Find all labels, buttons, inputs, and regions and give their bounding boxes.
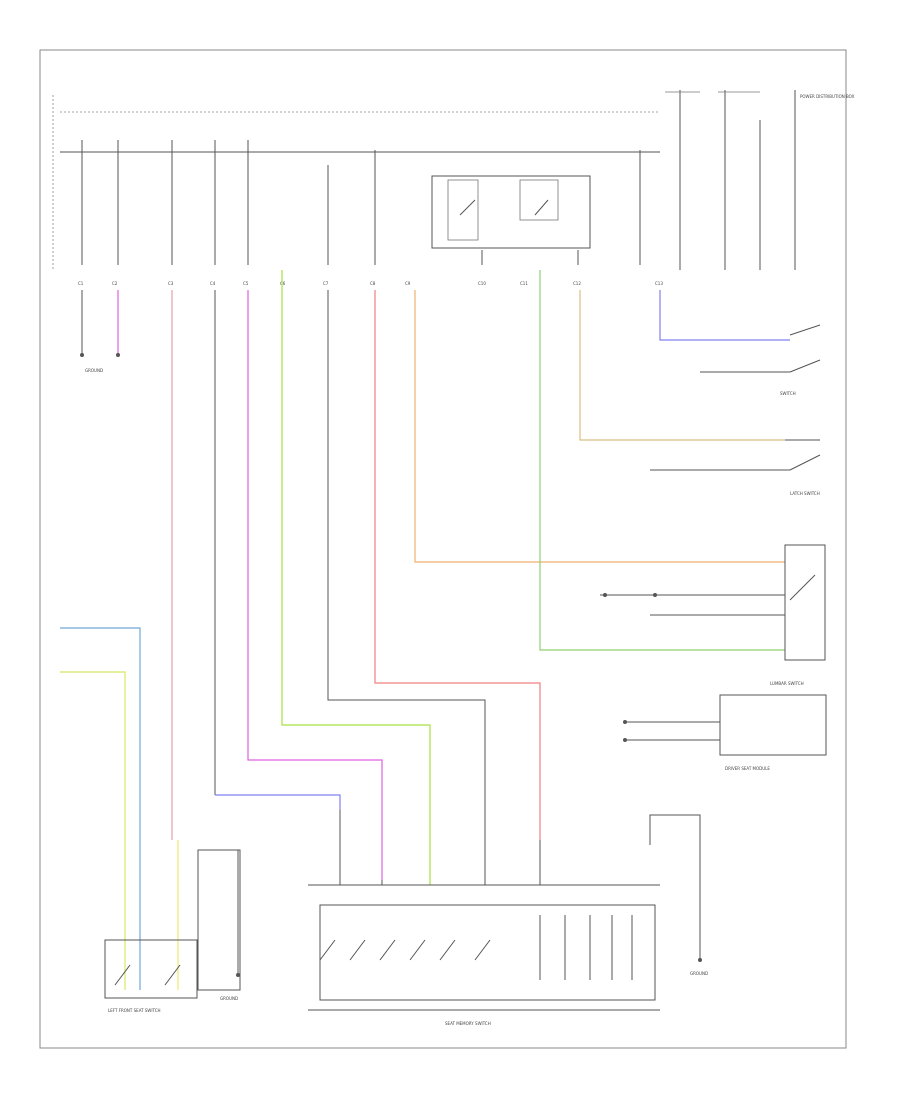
wire-c7: [327, 290, 486, 885]
wire-blue-top: [659, 290, 790, 341]
svg-text:C8: C8: [370, 281, 376, 286]
svg-text:C9: C9: [405, 281, 411, 286]
svg-text:C7: C7: [323, 281, 329, 286]
bottom-left-ground-label: GROUND: [220, 996, 238, 1001]
seat-memory-switch: SEAT MEMORY SWITCH: [308, 884, 660, 1026]
left-front-seat-switch: LEFT FRONT SEAT SWITCH: [104, 939, 198, 1013]
right-switch-1: SWITCH: [700, 324, 821, 396]
bottom-right-ground-label: GROUND: [690, 971, 708, 976]
top-left-ground: GROUND: [80, 290, 120, 373]
bottom-right-ground: GROUND: [649, 814, 708, 976]
svg-text:C12: C12: [573, 281, 581, 286]
right-module-label: LUMBAR SWITCH: [770, 681, 804, 686]
wire-green: [539, 270, 785, 651]
diagram-frame: [39, 49, 847, 1049]
right-switch-1-label: SWITCH: [780, 391, 796, 396]
svg-text:C2: C2: [112, 281, 118, 286]
power-distribution-box: POWER DISTRIBUTION BOX: [665, 90, 855, 270]
relay-box: [431, 175, 591, 249]
wire-yellow-green: [60, 671, 126, 990]
bottom-connector-drops: [339, 810, 541, 885]
right-module: LUMBAR SWITCH: [600, 544, 826, 686]
svg-text:C11: C11: [520, 281, 528, 286]
wire-light-blue: [60, 627, 141, 990]
top-drop-lines: [81, 140, 641, 265]
power-box-label: POWER DISTRIBUTION BOX: [800, 94, 855, 99]
wire-red: [374, 290, 541, 840]
svg-text:C3: C3: [168, 281, 174, 286]
bottom-left-ground: GROUND: [197, 849, 241, 1001]
svg-text:C4: C4: [210, 281, 216, 286]
connector-row-top: C1 C2 C3 C4 C5 C6 C7 C8 C9 C10 C11 C12 C…: [78, 281, 663, 286]
svg-text:C10: C10: [478, 281, 486, 286]
wire-tan: [579, 290, 785, 441]
svg-text:C1: C1: [78, 281, 84, 286]
wire-magenta: [247, 290, 383, 880]
right-switch-2: LATCH SWITCH: [650, 439, 821, 496]
svg-text:C5: C5: [243, 281, 249, 286]
wire-orange: [414, 290, 785, 563]
wire-blue-bottom: [215, 794, 341, 810]
driver-seat-module-label: DRIVER SEAT MODULE: [725, 766, 770, 771]
right-switch-2-label: LATCH SWITCH: [790, 491, 820, 496]
top-left-ground-label: GROUND: [85, 368, 103, 373]
seat-memory-switch-label: SEAT MEMORY SWITCH: [445, 1021, 491, 1026]
svg-text:C13: C13: [655, 281, 663, 286]
svg-text:C6: C6: [280, 281, 286, 286]
left-switch-label: LEFT FRONT SEAT SWITCH: [108, 1008, 161, 1013]
driver-seat-module: DRIVER SEAT MODULE: [623, 694, 827, 771]
wire-lime: [281, 270, 431, 885]
